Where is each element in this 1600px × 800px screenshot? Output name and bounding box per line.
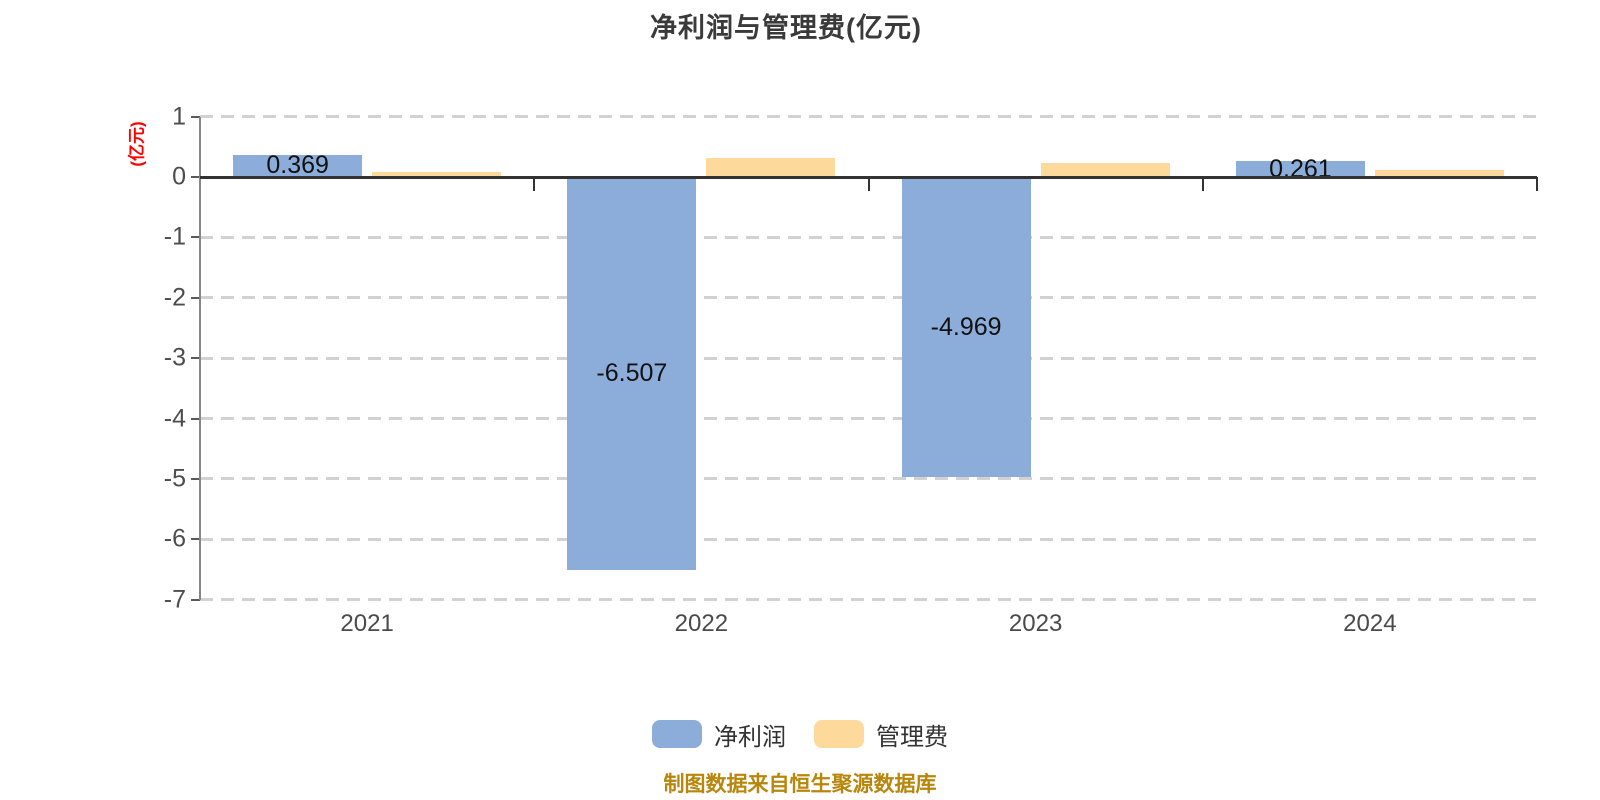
y-axis-tick	[191, 417, 200, 420]
gridline-y--5	[200, 477, 1537, 481]
y-axis-tick	[191, 357, 200, 360]
bar-net-profit-2022	[567, 177, 697, 570]
y-axis-tick	[191, 296, 200, 299]
y-tick-label: -1	[163, 222, 186, 251]
gridline-y--6	[200, 537, 1537, 541]
gridline-y--4	[200, 417, 1537, 420]
y-tick-label: -3	[163, 343, 186, 372]
x-tick-label-2022: 2022	[674, 610, 729, 637]
y-tick-label: -4	[163, 404, 186, 432]
gridline-y-1	[200, 115, 1537, 119]
y-tick-label: 1	[172, 102, 186, 131]
bar-management-fee-2021	[372, 171, 502, 177]
y-tick-label: -6	[163, 524, 186, 553]
y-axis-tick	[191, 236, 200, 239]
y-tick-label: 0	[172, 162, 186, 191]
y-axis-tick	[191, 115, 200, 118]
chart-title: 净利润与管理费(亿元)	[650, 13, 922, 43]
bar-management-fee-2024	[1374, 169, 1504, 177]
bar-value-label: -4.969	[930, 312, 1002, 341]
y-axis-tick	[191, 176, 200, 178]
y-axis-tick	[191, 477, 200, 480]
y-tick-label: -2	[163, 283, 186, 312]
bar-management-fee-2023	[1040, 163, 1170, 177]
x-tick-label-2023: 2023	[1008, 610, 1063, 637]
legend-label-net-profit: 净利润	[714, 723, 786, 751]
bar-net-profit-2021	[233, 154, 363, 177]
legend-item-management-fee: 管理费	[814, 717, 948, 752]
legend-label-management-fee: 管理费	[876, 723, 948, 751]
y-axis-tick	[191, 538, 200, 541]
gridline-y--7	[200, 598, 1537, 602]
gridline-y--3	[200, 356, 1537, 360]
bar-value-label: 0.369	[266, 151, 329, 180]
legend-item-net-profit: 净利润	[652, 717, 786, 752]
bar-value-label: -6.507	[596, 358, 668, 387]
x-tick-label-2024: 2024	[1343, 610, 1397, 637]
bar-net-profit-2024	[1235, 161, 1365, 177]
x-axis-zero-line	[200, 175, 1537, 179]
bar-management-fee-2022	[706, 158, 836, 177]
x-axis-tick	[1536, 177, 1538, 191]
gridline-y--1	[200, 235, 1537, 239]
net-profit-swatch-icon	[652, 720, 702, 748]
x-tick-label-2021: 2021	[340, 610, 394, 637]
y-axis-line	[199, 117, 201, 600]
x-axis-tick	[867, 177, 870, 191]
management-fee-swatch-icon	[814, 720, 864, 748]
x-axis-tick	[533, 177, 536, 191]
y-tick-label: -7	[163, 585, 186, 614]
bar-net-profit-2023	[901, 177, 1031, 477]
y-tick-label: -5	[163, 464, 186, 493]
x-axis-tick	[1201, 177, 1204, 191]
y-axis-tick	[191, 598, 200, 601]
data-source-attribution: 制图数据来自恒生聚源数据库	[663, 773, 937, 796]
gridline-y--2	[200, 296, 1537, 300]
legend: 净利润 管理费	[0, 717, 1600, 752]
